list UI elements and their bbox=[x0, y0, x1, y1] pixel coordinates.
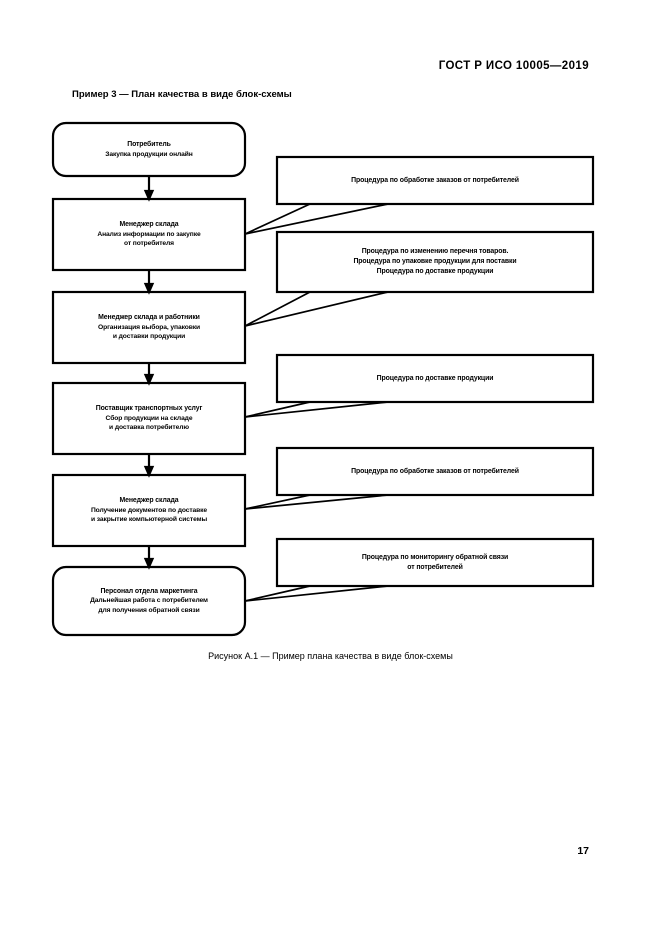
node-procedure-order-processing-1-line-0: Процедура по обработке заказов от потреб… bbox=[351, 176, 519, 184]
node-procedure-goods-packing-delivery-line-2: Процедура по доставке продукции bbox=[376, 268, 494, 275]
node-marketing-staff-line-0: Персонал отдела маркетинга bbox=[100, 587, 198, 595]
node-warehouse-manager-staff-line-1: Организация выбора, упаковки bbox=[97, 323, 201, 331]
node-transport-supplier-line-2: и доставка потребителю bbox=[109, 424, 189, 432]
node-procedure-goods-packing-delivery-line-1: Процедура по упаковке продукции для пост… bbox=[353, 258, 517, 265]
procedure-link-transport-lower bbox=[244, 401, 311, 418]
standard-running-head: ГОСТ Р ИСО 10005—2019 bbox=[438, 60, 589, 72]
node-consumer: Потребитель Закупка продукции онлайн bbox=[53, 123, 245, 176]
node-warehouse-manager-analysis-line-0: Менеджер склада bbox=[119, 221, 179, 229]
node-procedure-feedback-monitoring: Процедура по мониторингу обратной связи … bbox=[277, 539, 593, 586]
node-shape-warehouse-manager-analysis bbox=[51, 197, 247, 272]
node-warehouse-manager-analysis: Менеджер склада Анализ информации по зак… bbox=[53, 199, 245, 270]
node-warehouse-manager-staff-line-2: и доставки продукции bbox=[112, 333, 186, 341]
node-marketing-staff: Персонал отдела маркетинга Дальнейшая ра… bbox=[53, 567, 245, 635]
arrowhead-analysis-to-staff bbox=[143, 282, 155, 295]
flow-arrow-group bbox=[143, 176, 155, 570]
node-warehouse-manager-analysis-line-1: Анализ информации по закупке bbox=[97, 230, 201, 238]
node-procedure-product-delivery: Процедура по доставке продукции bbox=[277, 355, 593, 402]
node-shape-procedure-order-processing-1 bbox=[275, 155, 595, 206]
procedure-link-analysis-upper bbox=[244, 203, 389, 235]
node-procedure-feedback-monitoring-line-0: Процедура по мониторингу обратной связи bbox=[361, 553, 509, 561]
node-transport-supplier: Поставщик транспортных услуг Сбор продук… bbox=[53, 383, 245, 454]
flowchart-figure: Потребитель Закупка продукции онлайн Мен… bbox=[0, 115, 661, 645]
procedure-link-analysis-lower bbox=[244, 203, 311, 235]
node-marketing-staff-line-1: Дальнейшая работа с потребителем bbox=[90, 597, 208, 605]
node-procedure-goods-packing-delivery-line-0: Процедура по изменению перечня товаров. bbox=[361, 248, 509, 255]
node-procedure-goods-packing-delivery: Процедура по изменению перечня товаров. … bbox=[277, 232, 593, 292]
procedure-link-documents-lower bbox=[244, 494, 311, 510]
procedure-link-transport-upper bbox=[244, 401, 389, 418]
node-consumer-line-1: Закупка продукции онлайн bbox=[105, 150, 193, 158]
node-transport-supplier-line-0: Поставщик транспортных услуг bbox=[95, 405, 203, 413]
node-shape-procedure-product-delivery bbox=[275, 353, 595, 404]
procedure-link-staff-lower bbox=[244, 291, 311, 327]
procedure-link-marketing-upper bbox=[244, 585, 389, 602]
procedure-link-marketing-lower bbox=[244, 585, 311, 602]
figure-caption: Рисунок А.1 — Пример плана качества в ви… bbox=[208, 651, 453, 661]
node-consumer-line-0: Потребитель bbox=[127, 140, 171, 148]
node-transport-supplier-line-1: Сбор продукции на складе bbox=[105, 414, 193, 422]
node-shape-procedure-order-processing-2 bbox=[275, 446, 595, 497]
node-procedure-product-delivery-line-0: Процедура по доставке продукции bbox=[376, 374, 494, 382]
node-marketing-staff-line-2: для получения обратной связи bbox=[98, 606, 200, 614]
node-procedure-feedback-monitoring-line-1: от потребителей bbox=[407, 563, 463, 571]
node-warehouse-manager-analysis-line-2: от потребителя bbox=[124, 240, 174, 248]
flowchart-vector-layer bbox=[51, 121, 595, 637]
arrowhead-staff-to-transport bbox=[143, 373, 155, 386]
node-warehouse-manager-documents-line-1: Получение документов по доставке bbox=[90, 506, 208, 514]
procedure-link-staff-upper bbox=[244, 291, 389, 327]
node-procedure-order-processing-1: Процедура по обработке заказов от потреб… bbox=[277, 157, 593, 204]
node-shape-procedure-goods-packing-delivery bbox=[275, 230, 595, 294]
page-number: 17 bbox=[577, 845, 589, 857]
node-warehouse-manager-documents-line-0: Менеджер склада bbox=[119, 497, 179, 505]
node-procedure-order-processing-2: Процедура по обработке заказов от потреб… bbox=[277, 448, 593, 495]
procedure-link-documents-upper bbox=[244, 494, 389, 510]
node-warehouse-manager-documents: Менеджер склада Получение документов по … bbox=[53, 475, 245, 546]
example-caption: Пример 3 — План качества в виде блок-схе… bbox=[72, 89, 292, 100]
arrowhead-transport-to-documents bbox=[143, 465, 155, 478]
node-shape-procedure-feedback-monitoring bbox=[275, 537, 595, 588]
arrowhead-consumer-to-analysis bbox=[143, 189, 155, 202]
arrowhead-documents-to-marketing bbox=[143, 557, 155, 570]
node-procedure-order-processing-2-line-0: Процедура по обработке заказов от потреб… bbox=[351, 467, 519, 475]
node-warehouse-manager-staff: Менеджер склада и работники Организация … bbox=[53, 292, 245, 363]
node-shape-transport-supplier bbox=[51, 381, 247, 456]
node-warehouse-manager-documents-line-2: и закрытие компьютерной системы bbox=[90, 516, 208, 524]
procedure-link-group bbox=[244, 203, 389, 602]
node-warehouse-manager-staff-line-0: Менеджер склада и работники bbox=[98, 314, 200, 322]
